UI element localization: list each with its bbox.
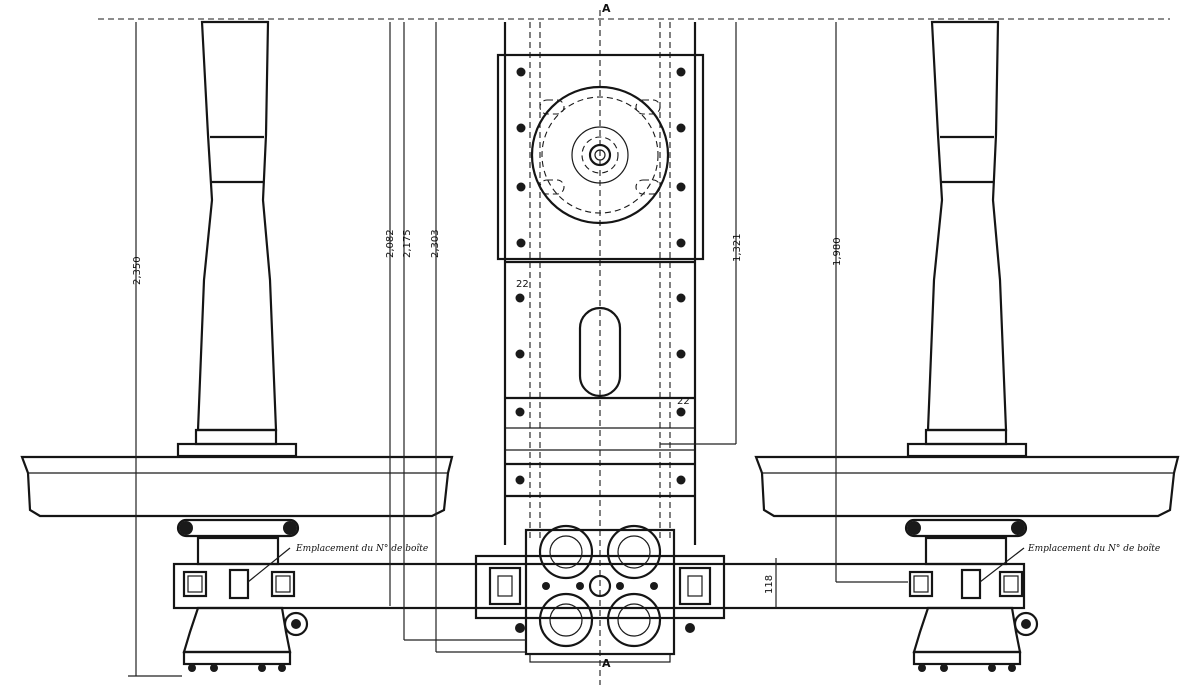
dim-small-mid: 22 [677, 396, 690, 407]
left-tray [20, 455, 454, 518]
right-beam-box: Emplacement du N° de boîte [908, 543, 1160, 600]
dimension-lines [128, 22, 908, 677]
left-leg [176, 20, 298, 458]
right-spring [904, 518, 1028, 566]
main-beam [172, 562, 1026, 610]
right-leg [906, 20, 1028, 458]
dim-right-column: 1,980 [832, 237, 843, 266]
dim-inner-2: 2,175 [402, 229, 413, 258]
left-note: Emplacement du N° de boîte [295, 543, 428, 554]
dim-inner-1: 2,082 [385, 229, 396, 258]
left-spring [176, 518, 300, 566]
section-mark-bottom: A [602, 657, 611, 670]
right-note: Emplacement du N° de boîte [1027, 543, 1160, 554]
dim-bottom-right: 118 [764, 575, 775, 594]
left-foot [182, 606, 309, 672]
dim-small-top: 22 [516, 279, 529, 290]
section-mark-top: A [602, 2, 611, 15]
left-beam-box: Emplacement du N° de boîte [182, 543, 428, 600]
right-tray [754, 455, 1180, 518]
gearbox [474, 524, 726, 663]
dim-inner-3: 2,303 [430, 229, 441, 258]
right-foot [912, 606, 1039, 672]
dim-left-column: 2,350 [132, 256, 143, 285]
dim-center-right: 1,321 [732, 233, 743, 262]
center-column [496, 22, 705, 545]
